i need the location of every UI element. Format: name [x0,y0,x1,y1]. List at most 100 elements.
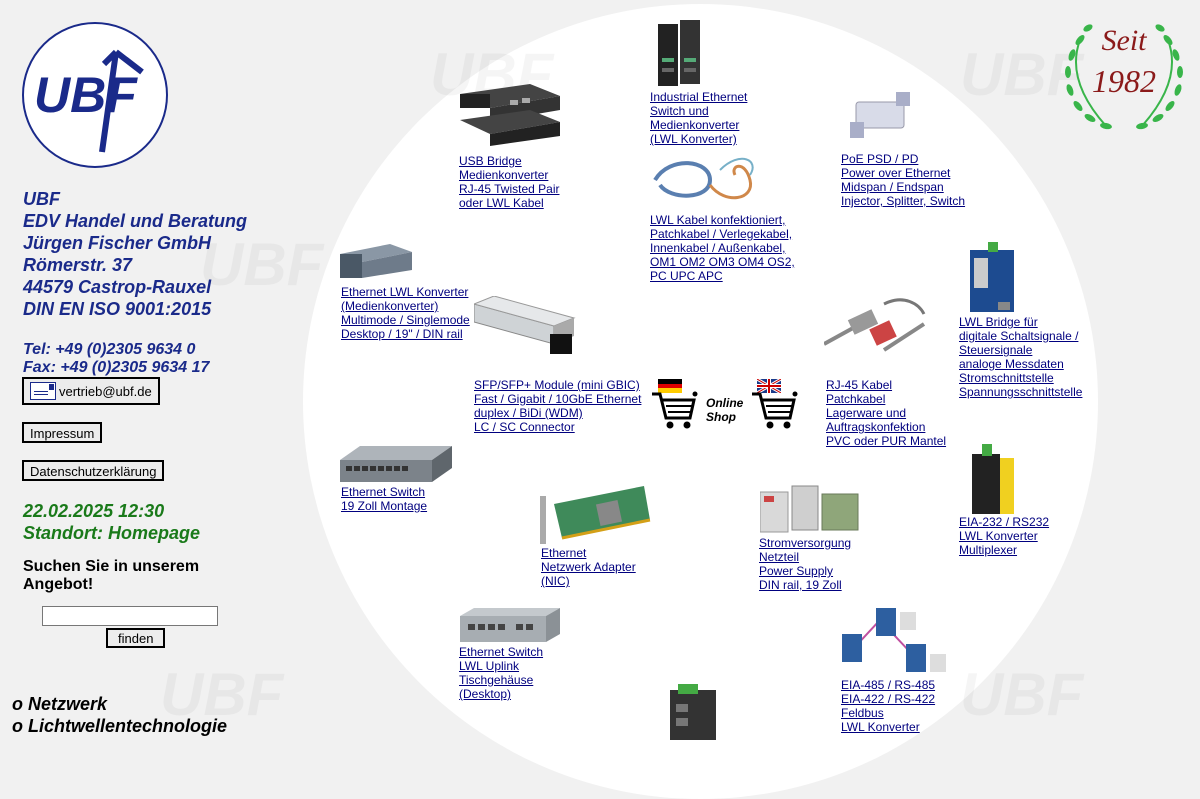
email-button[interactable]: vertrieb@ubf.de [22,377,160,405]
product-link[interactable]: OM1 OM2 OM3 OM4 OS2, [650,255,795,269]
contact-phones: Tel: +49 (0)2305 9634 0 Fax: +49 (0)2305… [23,341,209,377]
lwl-bridge-image[interactable] [968,242,1018,314]
product-link[interactable]: Feldbus [841,706,884,720]
product-link[interactable]: Lagerware und [826,406,907,420]
product-link[interactable]: Auftragskonfektion [826,420,926,434]
product-link[interactable]: Medienkonverter [650,118,740,132]
product-link[interactable]: EIA-485 / RS-485 [841,678,936,692]
shopping-cart-en-icon[interactable] [750,390,798,430]
product-lwl-kabel: LWL Kabel konfektioniert, Patchkabel / V… [650,213,795,283]
product-link[interactable]: Injector, Splitter, Switch [841,194,966,208]
product-link[interactable]: PVC oder PUR Mantel [826,434,947,448]
company-line: Jürgen Fischer GmbH [23,233,212,253]
product-link[interactable]: Ethernet Switch [459,645,544,659]
product-link[interactable]: DIN rail, 19 Zoll [759,578,842,592]
impressum-button[interactable]: Impressum [22,422,103,443]
product-link[interactable]: EIA-422 / RS-422 [841,692,936,706]
rack-switch-image[interactable] [340,446,452,486]
shopping-cart-de-icon[interactable] [650,390,698,430]
product-link[interactable]: Tischgehäuse [459,673,534,687]
product-link[interactable]: Industrial Ethernet [650,90,748,104]
industrial-device-image[interactable] [668,684,720,740]
product-link[interactable]: Innenkabel / Außenkabel, [650,241,786,255]
search-input[interactable] [42,606,218,626]
product-link[interactable]: LC / SC Connector [474,420,575,434]
product-link[interactable]: Ethernet LWL Konverter [341,285,469,299]
product-link[interactable]: LWL Uplink [459,659,520,673]
product-link[interactable]: Power Supply [759,564,834,578]
product-link[interactable]: Patchkabel / Verlegekabel, [650,227,793,241]
product-link[interactable]: RJ-45 Twisted Pair [459,182,560,196]
watermark-logo: UBF [160,660,283,729]
online-shop-label[interactable]: Online Shop [706,396,743,424]
product-link[interactable]: (NIC) [541,574,570,588]
german-flag-icon[interactable] [658,379,682,393]
product-link[interactable]: PoE PSD / PD [841,152,919,166]
product-link[interactable]: USB Bridge [459,154,522,168]
watermark-logo: UBF [960,40,1083,109]
industrial-switch-image[interactable] [656,18,704,88]
product-link[interactable]: Medienkonverter [459,168,549,182]
phone: Tel: +49 (0)2305 9634 0 [23,341,196,358]
product-link[interactable]: (Medienkonverter) [341,299,439,313]
product-link[interactable]: Steuersignale [959,343,1033,357]
product-link[interactable]: SFP/SFP+ Module (mini GBIC) [474,378,640,392]
product-link[interactable]: Ethernet [541,546,587,560]
product-link[interactable]: Netzwerk Adapter [541,560,636,574]
media-converter-image[interactable] [340,244,412,280]
menu-item-netzwerk[interactable]: o Netzwerk [12,694,108,714]
location: Standort: Homepage [23,523,201,543]
product-link[interactable]: LWL Bridge für [959,315,1038,329]
product-link[interactable]: Power over Ethernet [841,166,951,180]
rj45-cable-image[interactable] [824,294,928,354]
product-link[interactable]: Netzteil [759,550,800,564]
product-link[interactable]: digitale Schaltsignale / [959,329,1079,343]
product-link[interactable]: EIA-232 / RS232 [959,515,1050,529]
product-link[interactable]: Midspan / Endspan [841,180,944,194]
sfp-module-image[interactable] [474,296,576,358]
nav-menu: o Netzwerk o Lichtwellentechnologie [12,693,227,737]
product-rj45: RJ-45 Kabel Patchkabel Lagerware und Auf… [826,378,946,448]
desktop-switch-image[interactable] [460,608,560,644]
uk-flag-icon[interactable] [757,379,781,393]
network-adapter-image[interactable] [540,484,656,546]
product-link[interactable]: 19 Zoll Montage [341,499,428,513]
product-link[interactable]: Stromschnittstelle [959,371,1054,385]
fiber-cable-image[interactable] [650,150,760,210]
product-link[interactable]: Switch und [650,104,709,118]
product-link[interactable]: Multimode / Singlemode [341,313,470,327]
shop-line: Online [706,396,744,410]
datenschutz-button[interactable]: Datenschutzerklärung [22,460,165,481]
product-link[interactable]: LWL Kabel konfektioniert, [650,213,786,227]
product-link[interactable]: Patchkabel [826,392,886,406]
product-link[interactable]: LWL Konverter [841,720,920,734]
product-link[interactable]: Stromversorgung [759,536,852,550]
product-link[interactable]: (LWL Konverter) [650,132,737,146]
fax: Fax: +49 (0)2305 9634 17 [23,359,210,376]
product-link[interactable]: Desktop / 19" / DIN rail [341,327,463,341]
product-link[interactable]: oder LWL Kabel [459,196,544,210]
eia232-converter-image[interactable] [970,444,1016,516]
email-label: vertrieb@ubf.de [59,383,152,399]
product-link[interactable]: RJ-45 Kabel [826,378,893,392]
product-link[interactable]: duplex / BiDi (WDM) [474,406,583,420]
svg-text:Seit: Seit [1102,24,1148,57]
product-link[interactable]: (Desktop) [459,687,512,701]
product-link[interactable]: Spannungsschnittstelle [959,385,1083,399]
ubf-logo[interactable]: UBF [22,22,168,168]
product-link[interactable]: analoge Messdaten [959,357,1064,371]
power-supply-image[interactable] [760,482,860,534]
find-button[interactable]: finden [106,628,166,648]
product-link[interactable]: PC UPC APC [650,269,723,283]
product-link[interactable]: LWL Konverter [959,529,1038,543]
poe-injector-image[interactable] [850,92,912,142]
eia485-network-image[interactable] [840,604,950,678]
product-eia485: EIA-485 / RS-485 EIA-422 / RS-422 Feldbu… [841,678,935,734]
product-link[interactable]: Multiplexer [959,543,1018,557]
product-link[interactable]: Fast / Gigabit / 10GbE Ethernet [474,392,642,406]
product-link[interactable]: Ethernet Switch [341,485,426,499]
mail-icon [30,382,56,400]
product-nic: Ethernet Netzwerk Adapter (NIC) [541,546,636,588]
menu-item-lichtwellentechnologie[interactable]: o Lichtwellentechnologie [12,716,228,736]
usb-bridge-image[interactable] [460,82,560,148]
